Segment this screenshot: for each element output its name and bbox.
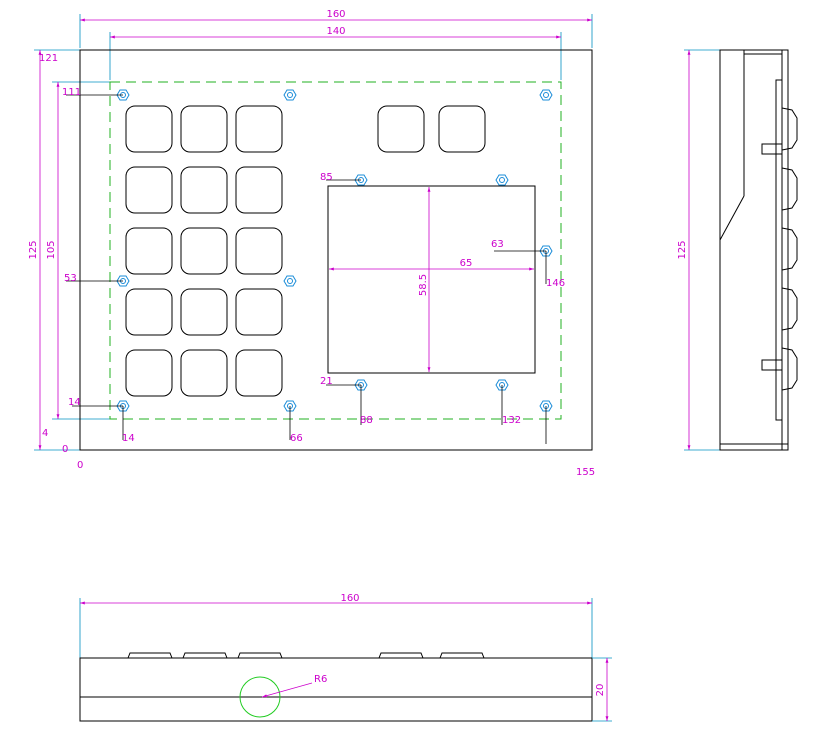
coord-label: 14 bbox=[122, 433, 135, 444]
coord-label: 0 bbox=[77, 460, 83, 471]
side-view: 125 bbox=[677, 49, 798, 451]
display-width-label: 65 bbox=[460, 258, 473, 269]
key bbox=[235, 105, 283, 153]
coord-label: 4 bbox=[42, 428, 48, 439]
key bbox=[125, 288, 173, 336]
inner-width-label: 140 bbox=[326, 26, 345, 37]
key bbox=[125, 349, 173, 397]
coord-label: 66 bbox=[290, 433, 303, 444]
key bbox=[377, 105, 425, 153]
inner-height-label: 105 bbox=[46, 240, 57, 259]
key bbox=[235, 166, 283, 214]
overall-width-label: 160 bbox=[326, 9, 345, 20]
coord-label: 85 bbox=[320, 172, 333, 183]
side-height-label: 125 bbox=[677, 240, 688, 259]
bottom-width-label: 160 bbox=[340, 593, 359, 604]
key bbox=[125, 227, 173, 275]
nut-icon bbox=[283, 275, 297, 287]
coord-label: 14 bbox=[68, 397, 81, 408]
mounting-boundary bbox=[109, 81, 562, 420]
coord-label: 111 bbox=[62, 87, 81, 98]
radius-label: R6 bbox=[314, 674, 327, 685]
coord-label: 155 bbox=[576, 467, 595, 478]
key bbox=[180, 166, 228, 214]
coord-label: 53 bbox=[64, 273, 77, 284]
coord-label: 21 bbox=[320, 376, 333, 387]
key bbox=[125, 105, 173, 153]
coord-label: 132 bbox=[502, 415, 521, 426]
front-view: 160 140 125 105 bbox=[28, 9, 595, 478]
overall-height-label: 125 bbox=[28, 240, 39, 259]
coord-label: 63 bbox=[491, 239, 504, 250]
display-height-label: 58.5 bbox=[418, 274, 429, 296]
key bbox=[125, 166, 173, 214]
coord-label: 88 bbox=[360, 415, 373, 426]
key bbox=[180, 105, 228, 153]
key bbox=[235, 349, 283, 397]
key bbox=[438, 105, 486, 153]
front-plate-outline bbox=[79, 49, 593, 451]
key bbox=[180, 227, 228, 275]
bottom-body bbox=[79, 657, 593, 722]
depth-label: 20 bbox=[595, 684, 606, 697]
nut-icon bbox=[495, 174, 509, 186]
nut-icon bbox=[283, 89, 297, 101]
key bbox=[180, 349, 228, 397]
side-body bbox=[719, 49, 789, 451]
key bbox=[235, 227, 283, 275]
coord-label: 146 bbox=[546, 278, 565, 289]
key-grid bbox=[125, 105, 486, 397]
cable-hole bbox=[239, 676, 281, 718]
coord-label: 0 bbox=[62, 444, 68, 455]
key bbox=[235, 288, 283, 336]
display-window bbox=[327, 185, 536, 374]
key bbox=[180, 288, 228, 336]
coord-label: 121 bbox=[39, 53, 58, 64]
bottom-view: 160 R6 20 bbox=[79, 593, 612, 722]
nut-icon bbox=[539, 89, 553, 101]
